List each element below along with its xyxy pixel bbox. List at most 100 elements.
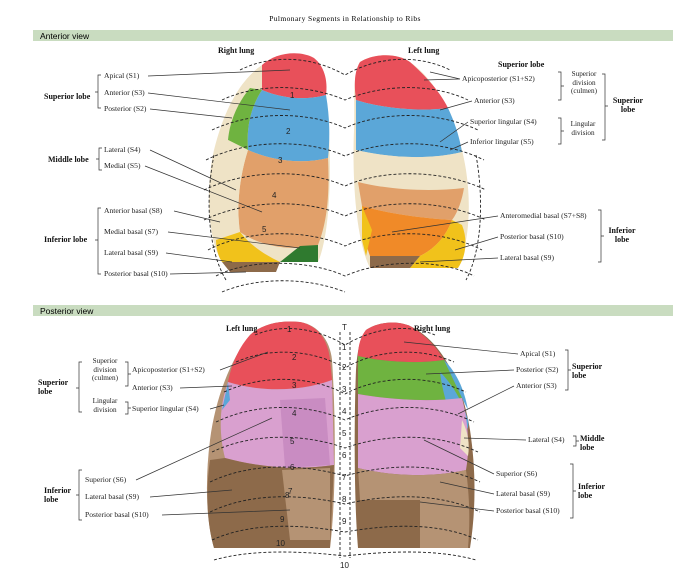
post-rib-3: 3 <box>292 381 297 390</box>
spine-3: 3 <box>342 385 347 394</box>
post-right-inferior-lobe-fo: Inferior lobe <box>578 482 605 500</box>
post-superior-lobe-fo: Superior lobe <box>38 378 69 396</box>
ant-left-superior-lobe-top: Superior lobe <box>498 60 545 69</box>
post-apical-segment <box>358 322 444 363</box>
ant-rib-2: 2 <box>286 127 291 136</box>
anterior-view-band <box>33 30 673 41</box>
anterior-posterior-basal-right <box>222 262 280 272</box>
anterior-posterior-segment <box>228 88 262 150</box>
ant-lateral-basal-label: Lateral basal (S9) <box>104 248 158 257</box>
spine-8: 8 <box>342 495 347 504</box>
ant-rib-5: 5 <box>262 225 267 234</box>
anterior-lateral-basal-left <box>410 220 466 268</box>
ant-medial-basal-label: Medial basal (S7) <box>104 227 158 236</box>
anterior-right-lung <box>208 53 330 272</box>
post-rib-6: 6 <box>290 463 295 472</box>
ant-lingular-division-fo: Lingular division <box>570 120 596 137</box>
post-apical-label: Apical (S1) <box>520 349 556 358</box>
anterior-anterior-segment <box>247 90 330 162</box>
post-inferior-lobe-fo: Inferior lobe <box>44 486 71 504</box>
ant-lingular-division-label: Lingular division <box>570 120 596 137</box>
posterior-right-labels: Apical (S1) Posterior (S2) Anterior (S3)… <box>403 341 605 519</box>
anterior-inferior-lingular <box>358 182 464 220</box>
post-lateral-s4-label: Lateral (S4) <box>528 435 565 444</box>
post-superior-division-label: Superior division (culmen) <box>92 357 118 382</box>
ant-lateral-basal-left-label: Lateral basal (S9) <box>500 253 554 262</box>
spine-4: 4 <box>342 407 347 416</box>
post-rib-4: 4 <box>292 409 297 418</box>
post-superior-s6-right-label: Superior (S6) <box>496 469 538 478</box>
spine-6: 6 <box>342 451 347 460</box>
post-apicoposterior-segment <box>228 321 332 390</box>
post-middle-lobe-fo: Middle lobe <box>580 434 605 452</box>
post-rib-7: 7 <box>288 487 293 496</box>
spine-10: 10 <box>340 561 349 570</box>
post-superior-lingular-label: Superior lingular (S4) <box>132 404 199 413</box>
post-posterior-s2-segment <box>358 356 462 401</box>
post-lingular-division-label: Lingular division <box>92 397 118 414</box>
ant-superior-lingular-label: Superior lingular (S4) <box>470 117 537 126</box>
anterior-lateral-segment <box>212 140 248 240</box>
posterior-view-label: Posterior view <box>40 306 94 316</box>
posterior-left-labels: Superior lobe Superior division (culmen)… <box>38 351 291 521</box>
ant-apical-label: Apical (S1) <box>104 71 140 80</box>
page-title: Pulmonary Segments in Relationship to Ri… <box>269 14 421 23</box>
ant-inferior-lobe-right-label: Inferior lobe <box>608 226 636 244</box>
ant-anteromedial-basal-label: Anteromedial basal (S7+S8) <box>500 211 587 220</box>
post-right-superior-lobe-label: Superior lobe <box>572 362 603 380</box>
anterior-apicoposterior-segment <box>354 55 448 110</box>
posterior-spine-numbers: T 1 2 3 4 5 6 7 8 9 10 <box>340 323 349 570</box>
ant-rib-1: 1 <box>290 91 295 100</box>
spine-9: 9 <box>342 517 347 526</box>
post-anterior-s3-right-label: Anterior (S3) <box>516 381 557 390</box>
posterior-ribs <box>209 328 481 561</box>
anterior-medial-basal <box>280 245 318 262</box>
ant-medial-label: Medial (S5) <box>104 161 141 170</box>
post-lingular-division-fo: Lingular division <box>92 397 118 414</box>
ant-rib-4: 4 <box>272 191 277 200</box>
post-superior-lobe-label: Superior lobe <box>38 378 69 396</box>
ant-inferior-lobe-label: Inferior lobe <box>44 235 88 244</box>
spine-t: T <box>342 323 347 332</box>
post-apicoposterior-label: Apicoposterior (S1+S2) <box>132 365 205 374</box>
post-posterior-basal-label: Posterior basal (S10) <box>85 510 149 519</box>
anterior-superior-lingular <box>356 150 466 190</box>
post-middle-lobe-label: Middle lobe <box>580 434 605 452</box>
spine-1: 1 <box>342 343 347 352</box>
post-rib-2: 2 <box>292 353 297 362</box>
anterior-left-labels: Superior lobe Apical (S1) Anterior (S3) … <box>44 69 301 278</box>
post-right-superior-lobe-fo: Superior lobe <box>572 362 603 380</box>
ant-middle-lobe-label: Middle lobe <box>48 155 89 164</box>
post-inferior-lobe-label: Inferior lobe <box>44 486 71 504</box>
anterior-ribs <box>203 58 487 293</box>
anterior-right-labels: Superior lobe Apicoposterior (S1+S2) Ant… <box>391 60 644 263</box>
anterior-s3-left <box>356 100 462 158</box>
post-right-inferior-lobe-label: Inferior lobe <box>578 482 605 500</box>
posterior-rib-numbers: 1 2 3 4 5 6 7 8 9 10 <box>276 325 297 548</box>
spine-2: 2 <box>342 363 347 372</box>
anterior-medial-segment <box>238 150 329 248</box>
ant-anterior-basal-label: Anterior basal (S8) <box>104 206 163 215</box>
ant-posterior-label: Posterior (S2) <box>104 104 147 113</box>
post-superior-s6-label: Superior (S6) <box>85 475 127 484</box>
ant-posterior-basal-label: Posterior basal (S10) <box>104 269 168 278</box>
posterior-right-lung-label: Right lung <box>414 324 450 333</box>
ant-superior-lobe-label: Superior lobe <box>44 92 91 101</box>
post-rib-9: 9 <box>280 515 285 524</box>
post-posterior-s2-label: Posterior (S2) <box>516 365 559 374</box>
post-rib-10: 10 <box>276 539 285 548</box>
ant-superior-division-fo: Superior division (culmen) <box>571 70 597 95</box>
post-posterior-basal-right-label: Posterior basal (S10) <box>496 506 560 515</box>
anterior-right-lung-label: Right lung <box>218 46 254 55</box>
anterior-rib-numbers: 1 2 3 4 5 <box>262 91 295 234</box>
ant-left-superior-lobe-label: Superior lobe <box>612 96 644 114</box>
anterior-left-lung <box>353 55 469 268</box>
post-lateral-basal-label: Lateral basal (S9) <box>85 492 139 501</box>
post-rib-5: 5 <box>290 437 295 446</box>
spine-7: 7 <box>342 473 347 482</box>
post-superior-division-fo: Superior division (culmen) <box>92 357 118 382</box>
posterior-view-band <box>33 305 673 316</box>
anterior-anteromedial-basal <box>362 206 452 256</box>
